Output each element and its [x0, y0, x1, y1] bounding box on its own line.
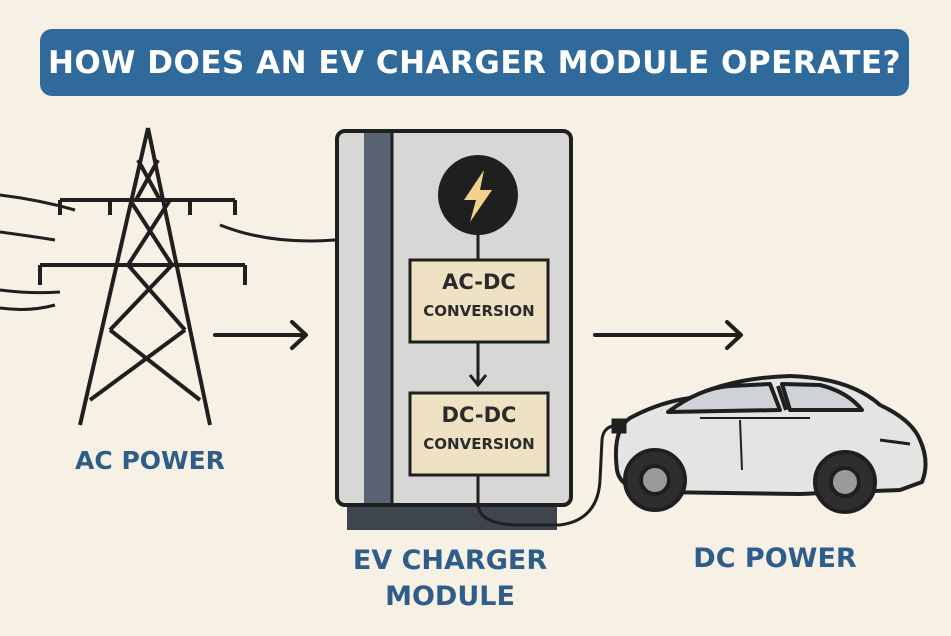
- arrow-right-icon: [213, 320, 743, 350]
- dcdc-sub-label: CONVERSION: [423, 435, 535, 453]
- dcdc-main-label: DC-DC: [441, 403, 517, 427]
- ac-power-label: AC POWER: [75, 446, 225, 475]
- page-title: HOW DOES AN EV CHARGER MODULE OPERATE?: [47, 44, 902, 81]
- acdc-sub-label: CONVERSION: [423, 302, 535, 320]
- dcdc-box: [408, 391, 550, 477]
- dc-power-label: DC POWER: [693, 543, 857, 574]
- dcdc-label-group: DC-DC CONVERSION: [410, 403, 548, 453]
- module-wiring: [468, 235, 621, 527]
- lightning-bolt-icon: [438, 155, 518, 235]
- acdc-box: [408, 258, 550, 344]
- module-stripe: [364, 133, 392, 503]
- title-banner: HOW DOES AN EV CHARGER MODULE OPERATE?: [40, 29, 909, 96]
- power-lines: [0, 193, 336, 311]
- acdc-main-label: AC-DC: [442, 270, 516, 294]
- acdc-label-group: AC-DC CONVERSION: [410, 270, 548, 320]
- electric-car-icon: [611, 374, 928, 514]
- module-label-line1: EV CHARGER: [352, 545, 548, 576]
- module-label-line2: MODULE: [385, 581, 515, 612]
- module-label: EV CHARGER MODULE: [335, 543, 565, 615]
- power-tower-icon: [38, 127, 247, 426]
